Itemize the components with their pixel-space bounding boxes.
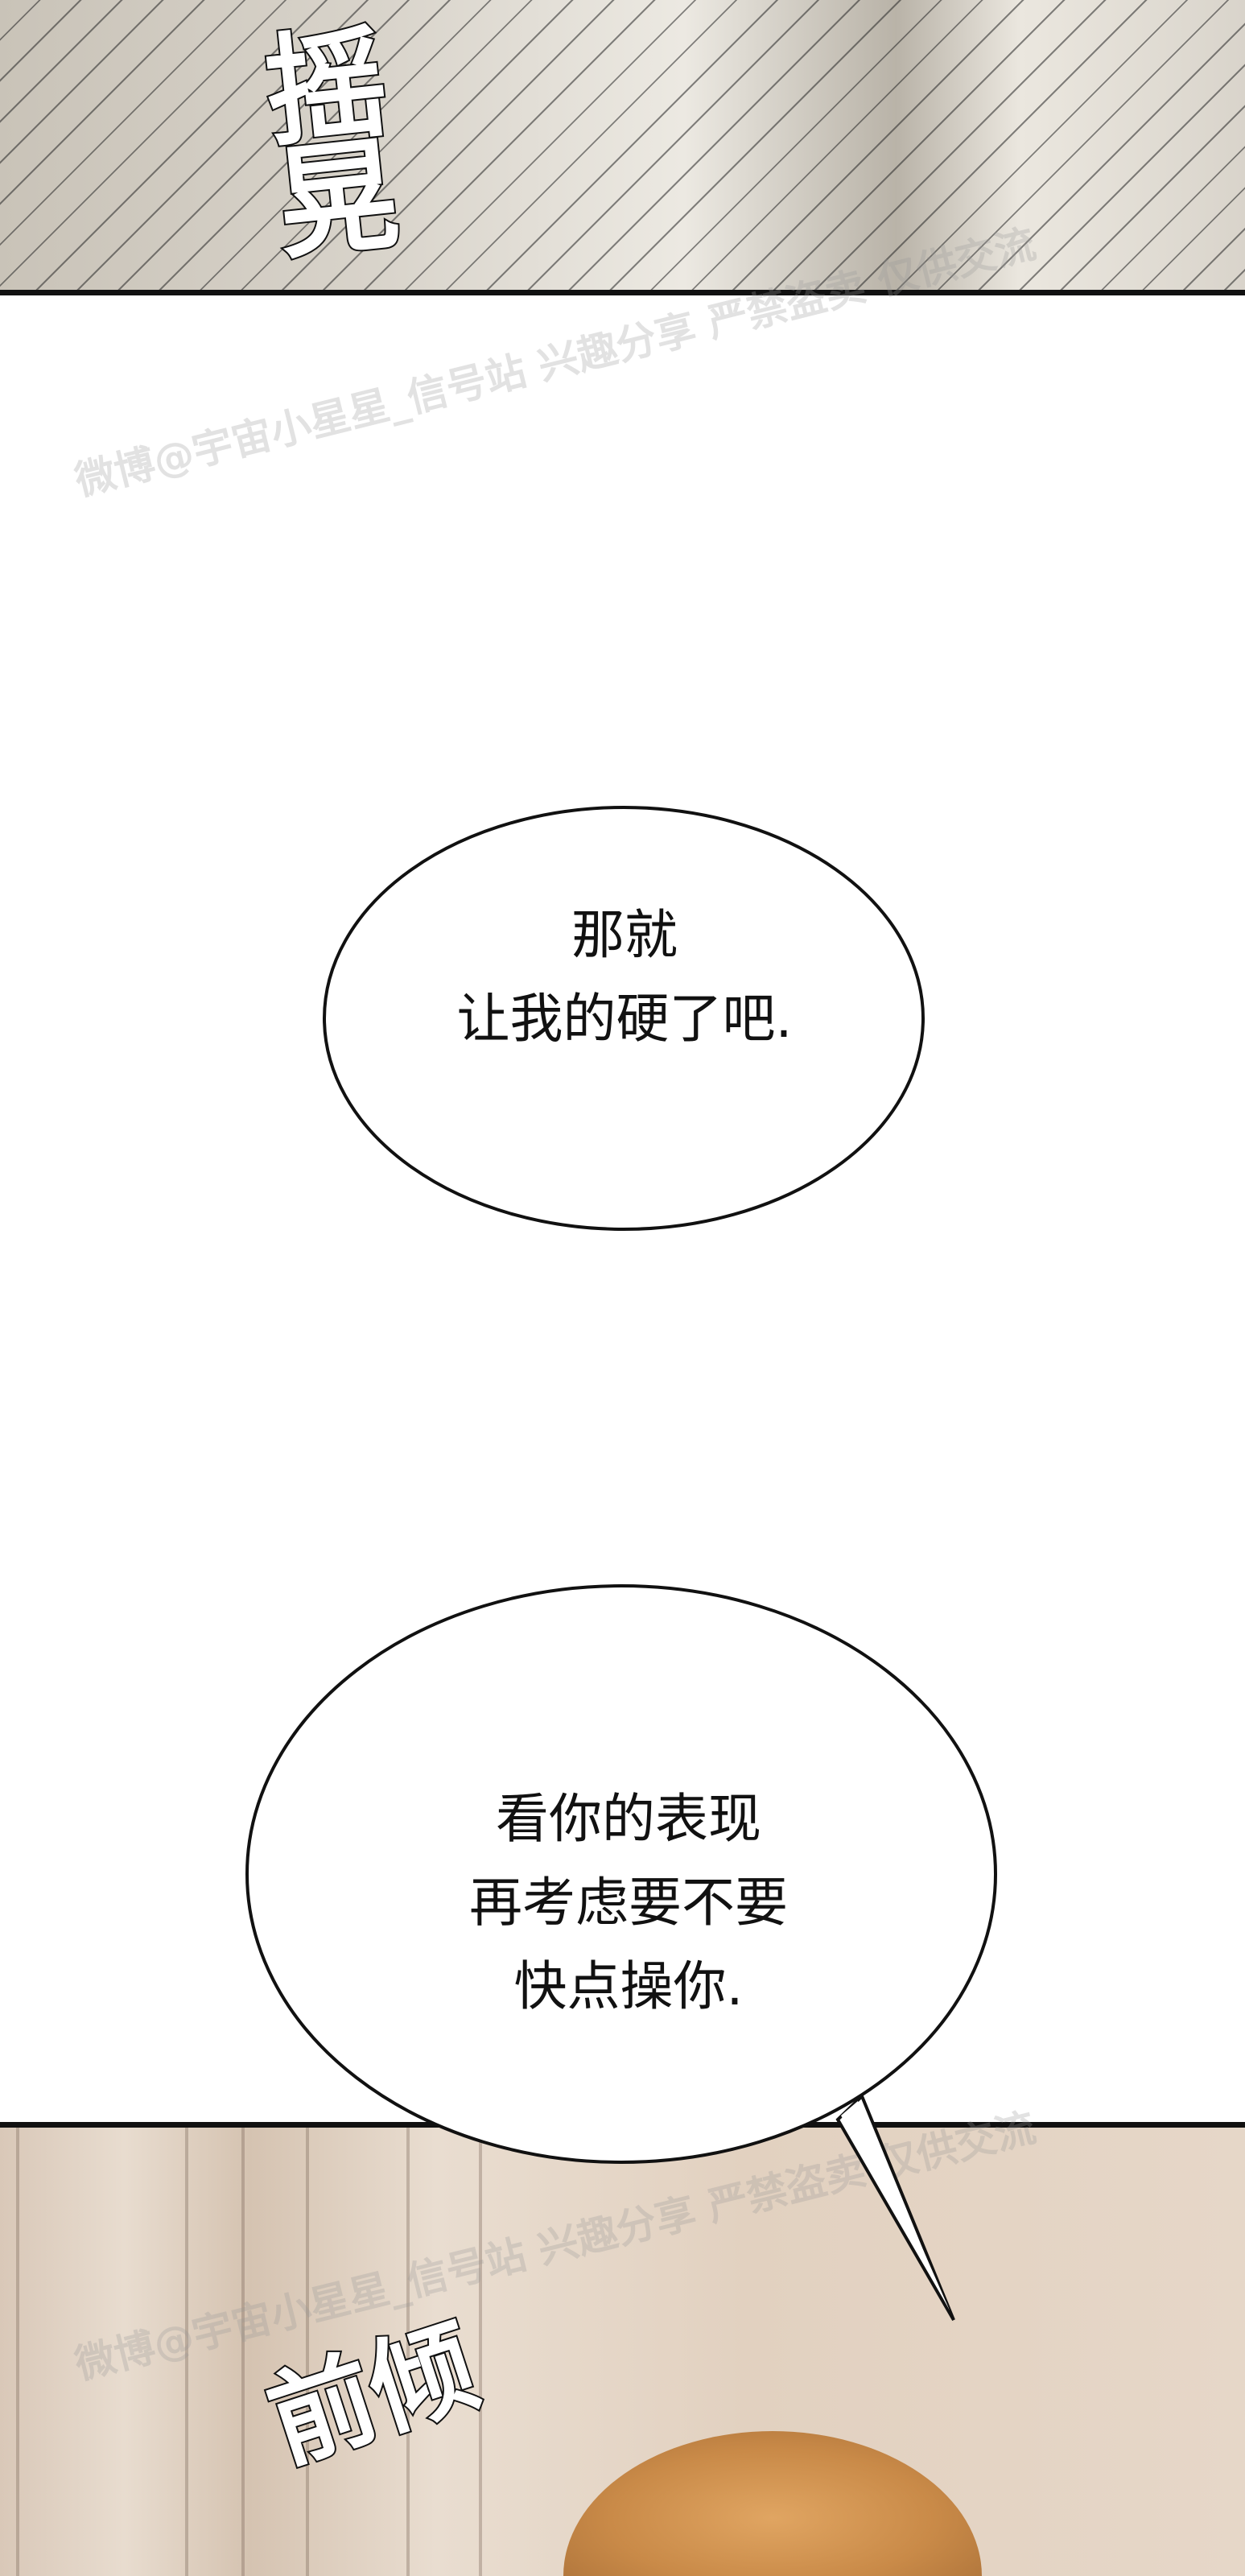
speech-bubble-2-tail-fill xyxy=(841,2101,950,2310)
speech-bubble-1-text: 那就 让我的硬了吧. xyxy=(457,894,793,1061)
bubble-line: 再考虑要不要 xyxy=(469,1872,788,1934)
speech-bubble-2 xyxy=(245,1584,997,2164)
wall-stripe xyxy=(16,2125,19,2576)
speech-bubble-2-text: 看你的表现 再考虑要不要 快点操你. xyxy=(469,1777,788,2029)
wall-stripe xyxy=(406,2125,410,2576)
bottom-comic-panel xyxy=(0,2125,1245,2576)
speech-bubble-1 xyxy=(323,806,925,1231)
wall-stripe xyxy=(479,2125,482,2576)
wall-stripe xyxy=(185,2125,188,2576)
top-comic-panel: 摇晃 xyxy=(0,0,1245,291)
wall-stripe xyxy=(306,2125,309,2576)
panel-border-top xyxy=(0,290,1245,295)
bubble-line: 快点操你. xyxy=(513,1955,744,2017)
bubble-line: 那就 xyxy=(571,904,678,966)
bubble-line: 看你的表现 xyxy=(496,1788,761,1850)
bubble-line: 让我的硬了吧. xyxy=(456,988,793,1050)
wall-stripe xyxy=(241,2125,245,2576)
